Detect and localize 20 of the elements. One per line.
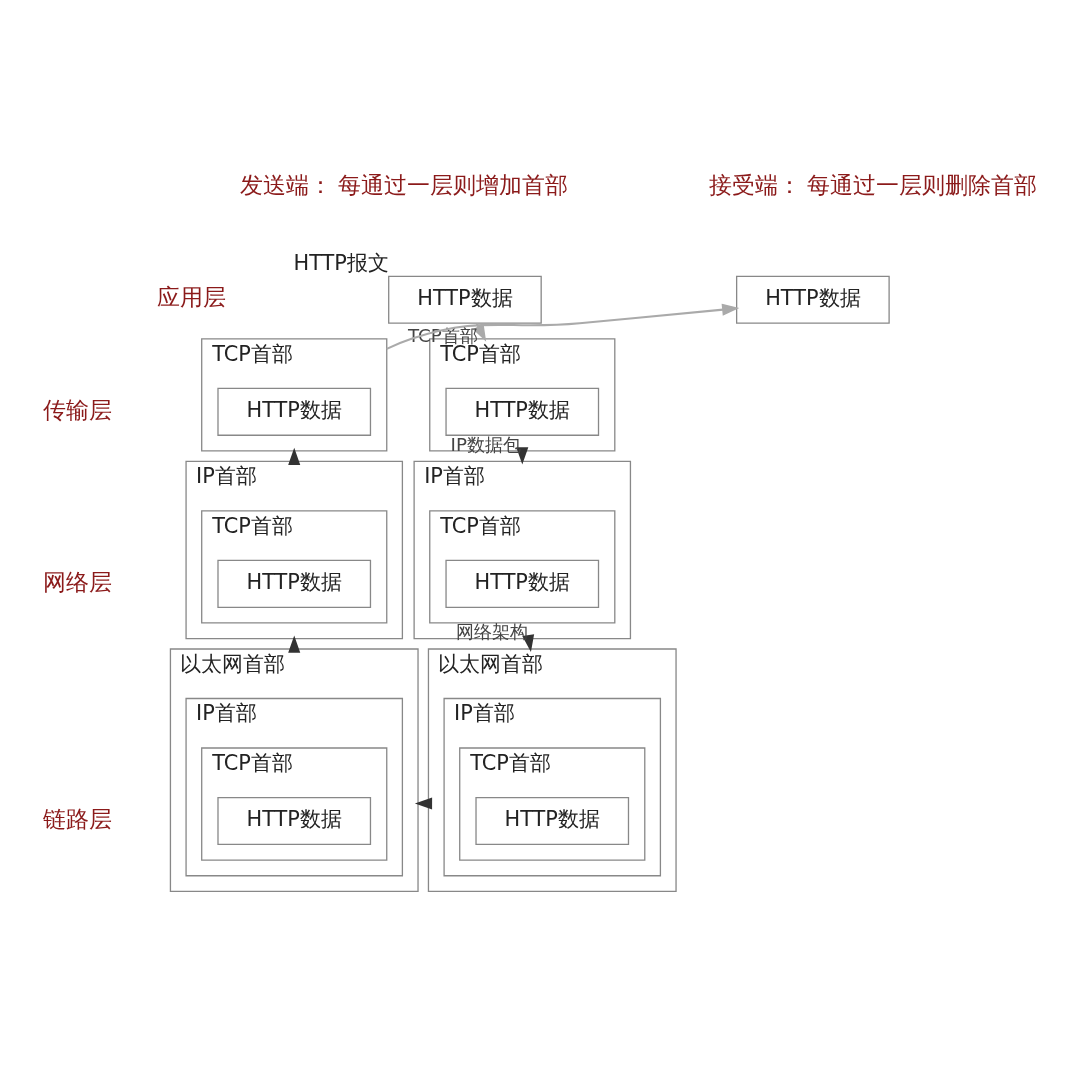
node-box: HTTP数据 — [445, 387, 600, 436]
label: 链路层 — [43, 805, 113, 832]
label: 应用层 — [156, 284, 226, 311]
arrow — [414, 797, 433, 810]
node-box: HTTP数据 — [475, 796, 630, 846]
node-box: HTTP数据 — [217, 387, 372, 436]
node-box: HTTP数据 — [217, 559, 372, 608]
label: 传输层 — [43, 396, 113, 423]
node-label: HTTP报文 — [293, 250, 389, 275]
node-box: HTTP数据 — [388, 275, 542, 324]
label: 接受端： 每通过一层则删除首部 — [708, 172, 1037, 199]
arrow — [386, 303, 740, 350]
arrow — [288, 635, 301, 653]
node-box: HTTP数据 — [445, 559, 600, 608]
node-box: HTTP数据 — [217, 796, 372, 846]
edge-label: 网络架构 — [455, 621, 528, 643]
node-box: HTTP数据 — [736, 275, 890, 324]
label: 网络层 — [43, 568, 113, 595]
edge-label: IP数据包 — [450, 433, 521, 455]
label: 发送端： 每通过一层则增加首部 — [239, 172, 568, 199]
